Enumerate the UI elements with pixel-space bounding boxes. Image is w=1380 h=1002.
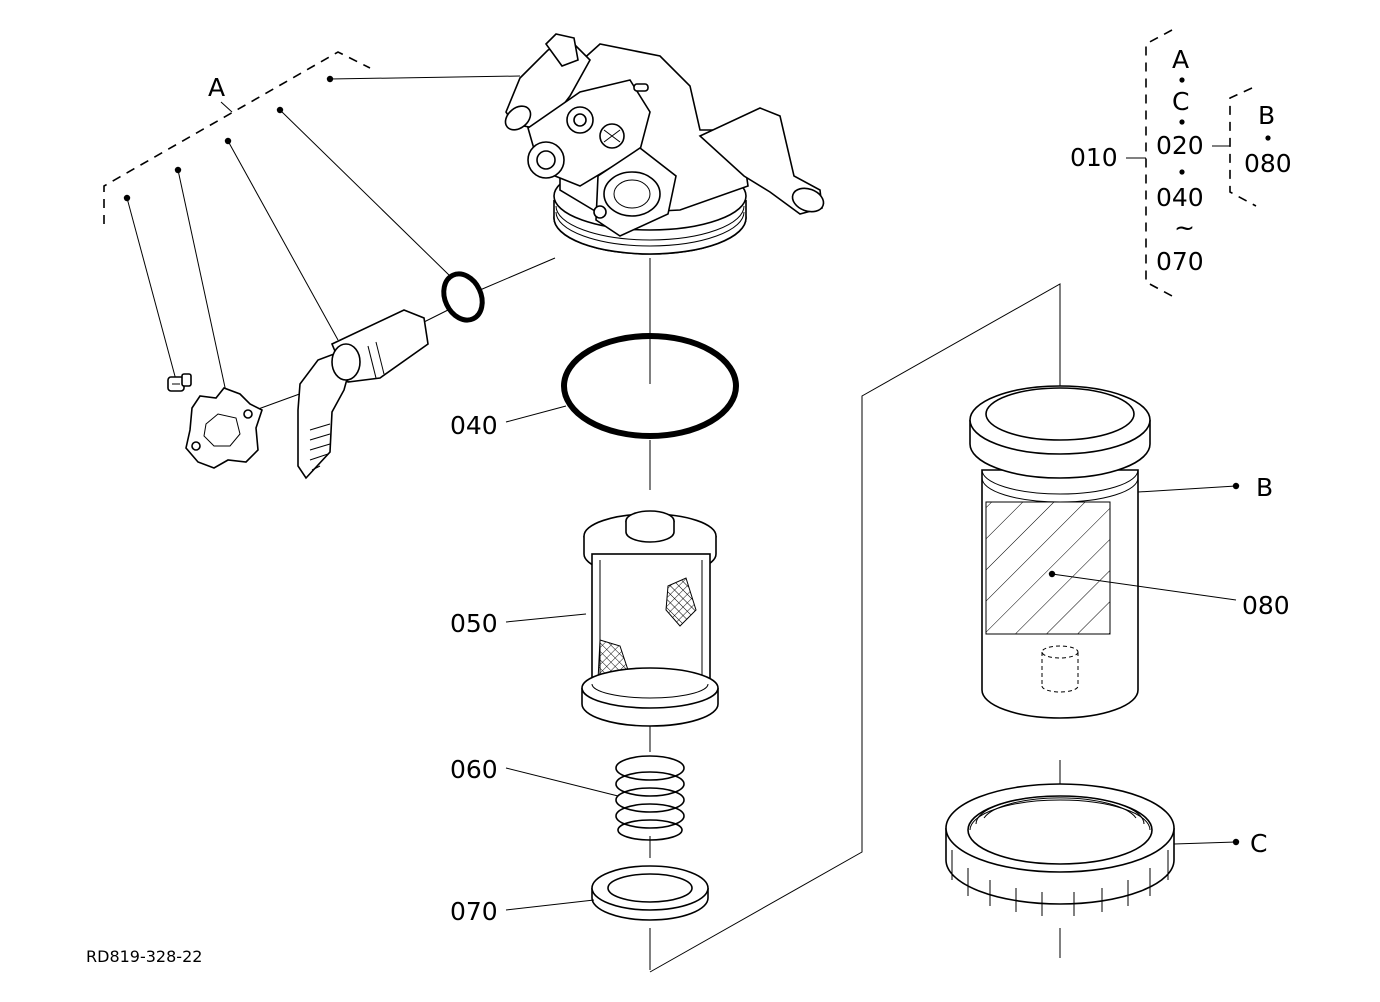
label-060: 060 xyxy=(450,755,498,784)
label-050: 050 xyxy=(450,609,498,638)
legend-b: B xyxy=(1258,101,1275,130)
legend-a: A xyxy=(1172,45,1189,74)
label-070: 070 xyxy=(450,897,498,926)
legend-020: 020 xyxy=(1156,131,1204,160)
screw-part xyxy=(167,373,192,392)
part-040-o-ring xyxy=(561,333,739,439)
part-060-spring xyxy=(615,755,685,841)
filter-head-part xyxy=(504,33,825,255)
cock-lever-part xyxy=(297,309,429,480)
legend-010: 010 xyxy=(1070,143,1118,172)
part-070-gasket xyxy=(591,865,709,921)
part-050-filter-element xyxy=(581,510,719,727)
group-a-label: A xyxy=(208,73,225,102)
label-080: 080 xyxy=(1242,591,1290,620)
part-bowl xyxy=(969,385,1151,790)
legend-070: 070 xyxy=(1156,247,1204,276)
group-a-bracket: A xyxy=(103,51,371,224)
part-ring-nut xyxy=(945,783,1175,958)
small-o-ring-part xyxy=(441,271,485,323)
legend-c: C xyxy=(1172,87,1189,116)
legend-range-mark: ~ xyxy=(1174,213,1195,242)
part-label-leaders xyxy=(505,405,1240,911)
legend-040: 040 xyxy=(1156,183,1204,212)
legend-080: 080 xyxy=(1244,149,1292,178)
label-c: C xyxy=(1250,829,1267,858)
clip-plate-part xyxy=(185,387,263,469)
diagram-id: RD819-328-22 xyxy=(86,947,202,966)
group-connector-line xyxy=(649,283,1061,973)
label-b: B xyxy=(1256,473,1273,502)
label-040: 040 xyxy=(450,411,498,440)
assembly-legend: 010 A C 020 040 ~ 070 B 080 xyxy=(1070,29,1292,297)
